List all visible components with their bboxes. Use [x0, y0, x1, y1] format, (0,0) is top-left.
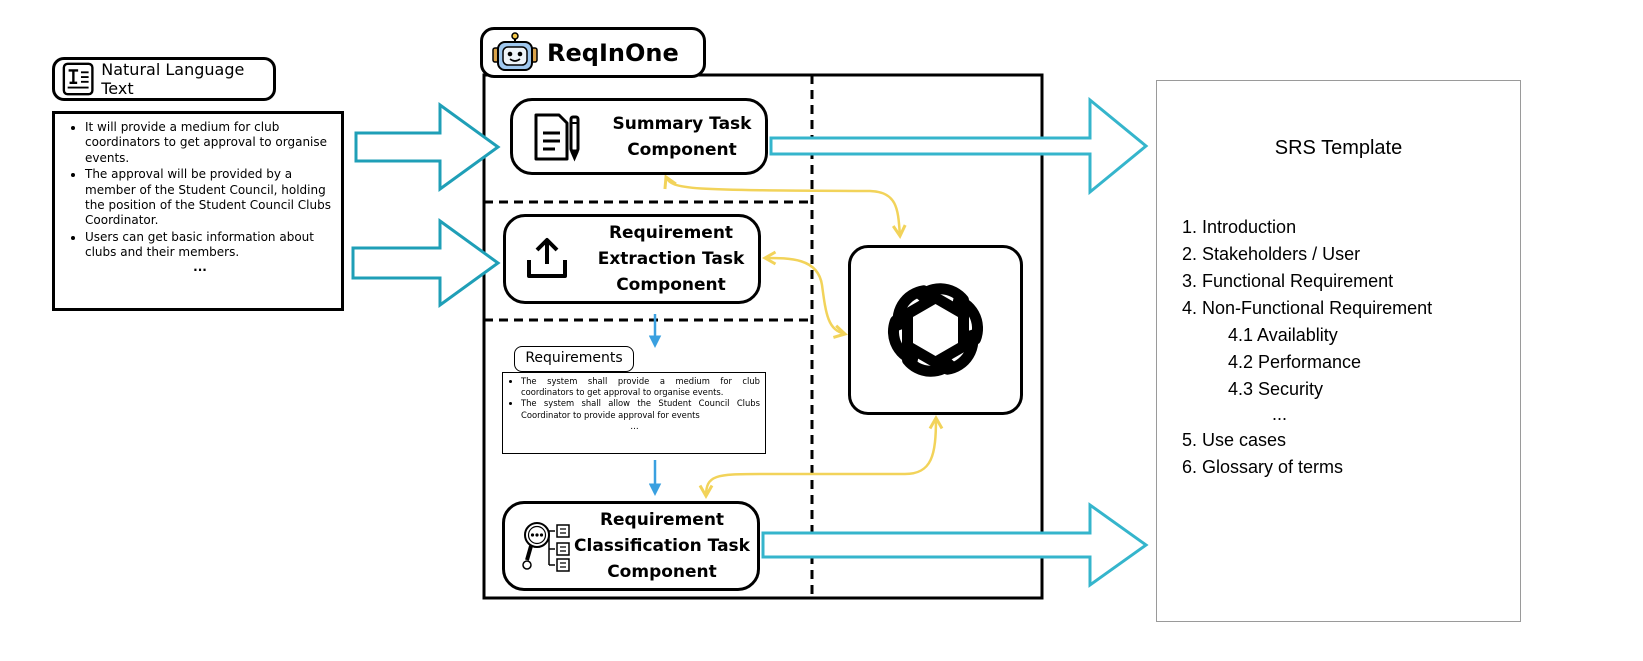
upload-icon	[527, 238, 567, 278]
requirements-label: Requirements	[514, 346, 634, 372]
robot-icon	[492, 31, 538, 71]
summary-task-component: Summary Task Component	[510, 98, 768, 175]
classification-label-line: Classification Task	[574, 536, 750, 556]
input-label: Natural Language Text	[52, 57, 276, 101]
summary-label-line: Component	[627, 139, 737, 160]
requirement-bullet: The system shall provide a medium for cl…	[521, 376, 760, 398]
output-arrow-2	[761, 502, 1149, 588]
system-title: ReqInOne	[547, 38, 679, 67]
input-ellipsis: ...	[193, 259, 207, 274]
requirements-box: The system shall provide a medium for cl…	[502, 372, 766, 454]
extraction-label-line: Extraction Task	[597, 249, 745, 269]
extraction-label-line: Component	[616, 275, 726, 295]
input-bullet: Users can get basic information about cl…	[85, 230, 333, 261]
input-arrow-2	[351, 218, 501, 308]
system-frame	[482, 73, 1044, 600]
input-bullet: It will provide a medium for club coordi…	[85, 120, 333, 166]
openai-logo-icon	[888, 283, 983, 377]
summary-label-line: Summary Task	[612, 113, 752, 134]
document-pen-icon	[534, 113, 580, 161]
llm-link-extraction	[761, 250, 848, 339]
srs-item: 6. Glossary of terms	[1182, 457, 1344, 477]
srs-item: 1. Introduction	[1182, 217, 1297, 237]
llm-link-summary	[663, 174, 907, 240]
classification-label-line: Requirement	[599, 510, 725, 530]
input-label-text: Natural Language Text	[101, 60, 245, 98]
srs-item: 4. Non-Functional Requirement	[1182, 298, 1433, 318]
classification-label-line: Component	[607, 562, 717, 582]
text-document-icon	[62, 62, 94, 96]
srs-item: 2. Stakeholders / User	[1182, 244, 1361, 264]
srs-subitem: 4.3 Security	[1228, 379, 1324, 399]
system-title-box: ReqInOne	[480, 27, 706, 78]
classify-magnifier-icon	[522, 522, 570, 572]
srs-ellipsis: ...	[1272, 404, 1288, 424]
srs-item: 3. Functional Requirement	[1182, 271, 1394, 291]
llm-box	[848, 245, 1023, 415]
requirement-bullet: The system shall allow the Student Counc…	[521, 398, 760, 420]
srs-item: 5. Use cases	[1182, 430, 1287, 450]
llm-link-classification	[698, 414, 944, 500]
input-text-box: It will provide a medium for club coordi…	[52, 111, 344, 311]
input-arrow-1	[354, 102, 501, 192]
srs-title: SRS Template	[1274, 137, 1403, 159]
output-arrow-1	[769, 96, 1149, 196]
extraction-task-component: Requirement Extraction Task Component	[503, 214, 761, 304]
extraction-label-line: Requirement	[608, 223, 734, 243]
srs-subitem: 4.2 Performance	[1228, 352, 1362, 372]
srs-template-box: SRS Template 1. Introduction 2. Stakehol…	[1156, 80, 1521, 622]
classification-task-component: Requirement Classification Task Componen…	[502, 501, 760, 591]
srs-subitem: 4.1 Availablity	[1228, 325, 1338, 345]
input-bullet: The approval will be provided by a membe…	[85, 167, 333, 229]
requirements-ellipsis: ...	[630, 421, 639, 432]
